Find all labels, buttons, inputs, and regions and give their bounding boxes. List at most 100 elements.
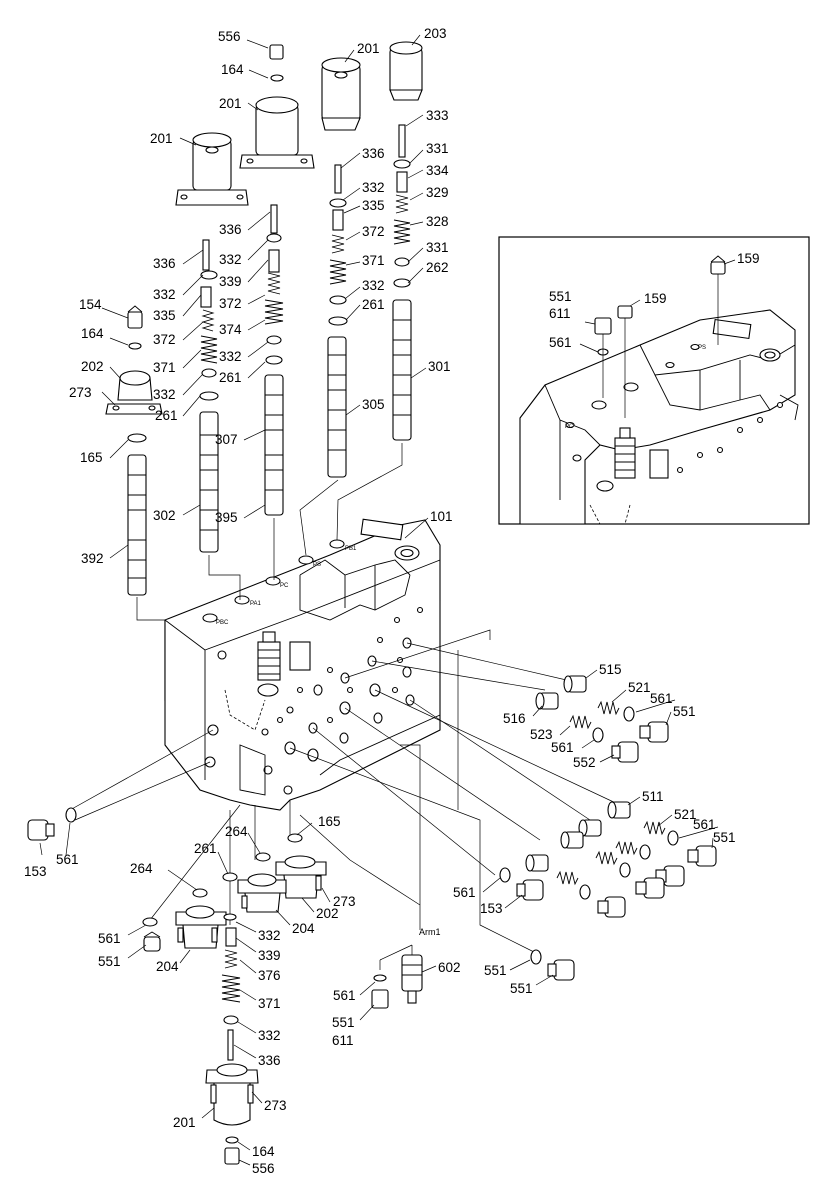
label-202a: 202 — [81, 359, 104, 374]
label-374: 374 — [219, 322, 242, 337]
label-301: 301 — [428, 359, 451, 374]
svg-text:PA1: PA1 — [250, 601, 262, 607]
svg-text:PC: PC — [565, 424, 574, 430]
label-201d: 201 — [173, 1115, 196, 1130]
svg-text:PC: PC — [280, 583, 289, 589]
label-261b: 261 — [219, 370, 242, 385]
label-515: 515 — [599, 662, 622, 677]
label-561c: 561 — [693, 817, 716, 832]
label-551b: 551 — [713, 830, 736, 845]
label-164b: 164 — [81, 326, 104, 341]
label-332c: 332 — [153, 287, 176, 302]
label-273b: 273 — [333, 894, 356, 909]
label-332f: 332 — [153, 387, 176, 402]
label-165a: 165 — [80, 450, 103, 465]
label-551c: 551 — [98, 954, 121, 969]
solenoid-203 — [389, 41, 423, 101]
spool-assembly-2 — [199, 239, 219, 553]
label-602: 602 — [438, 960, 461, 975]
lower-left-parts — [27, 729, 423, 1165]
label-101: 101 — [430, 509, 453, 524]
label-332d: 332 — [362, 278, 385, 293]
label-203: 203 — [424, 26, 447, 41]
label-511: 511 — [642, 789, 664, 804]
label-159a: 159 — [737, 251, 760, 266]
label-561a: 561 — [650, 691, 673, 706]
label-204b: 204 — [156, 959, 179, 974]
label-551e: 551 — [510, 981, 533, 996]
spool-assembly-3 — [264, 204, 284, 516]
label-561e: 561 — [453, 885, 476, 900]
label-551d: 551 — [484, 963, 507, 978]
label-556a: 556 — [218, 29, 241, 44]
label-516: 516 — [503, 711, 526, 726]
label-339a: 339 — [219, 274, 242, 289]
label-521a: 521 — [628, 680, 651, 695]
label-372b: 372 — [219, 296, 242, 311]
label-371a: 371 — [362, 253, 385, 268]
label-336a: 336 — [362, 146, 385, 161]
label-261d: 261 — [194, 841, 217, 856]
detail-inset: PS PC — [498, 236, 810, 525]
label-551f: 551 — [549, 289, 572, 304]
label-273c: 273 — [264, 1098, 287, 1113]
leader-lines — [39, 34, 719, 1166]
label-261c: 261 — [155, 408, 178, 423]
main-valve-body: PBC PA1 PC PS PB1 — [164, 518, 441, 811]
label-201c: 201 — [150, 131, 173, 146]
label-521b: 521 — [674, 807, 697, 822]
label-arm1: Arm1 — [419, 927, 441, 937]
label-328: 328 — [426, 214, 449, 229]
label-201b: 201 — [357, 41, 380, 56]
label-154: 154 — [79, 297, 102, 312]
label-261a: 261 — [362, 297, 385, 312]
label-332e: 332 — [219, 349, 242, 364]
label-376: 376 — [258, 968, 281, 983]
label-331a: 331 — [426, 141, 449, 156]
label-395: 395 — [215, 510, 238, 525]
svg-text:PS: PS — [698, 345, 706, 351]
label-611a: 611 — [332, 1033, 354, 1048]
label-164a: 164 — [221, 62, 244, 77]
label-561g: 561 — [333, 988, 356, 1003]
label-331b: 331 — [426, 240, 449, 255]
spool-assembly-left — [105, 305, 163, 596]
label-201a: 201 — [219, 96, 242, 111]
svg-text:PBC: PBC — [216, 620, 229, 626]
label-332b: 332 — [219, 252, 242, 267]
part-labels: 556 164 201 201 203 201 333 336 331 334 … — [24, 26, 760, 1176]
label-329: 329 — [426, 185, 449, 200]
label-264b: 264 — [130, 861, 153, 876]
label-392: 392 — [81, 551, 104, 566]
spool-assembly-4 — [327, 164, 348, 478]
svg-text:PS: PS — [313, 562, 321, 568]
label-202b: 202 — [316, 906, 339, 921]
label-302: 302 — [153, 508, 176, 523]
label-336d: 336 — [258, 1053, 281, 1068]
solenoid-201-middle — [239, 44, 315, 169]
svg-text:PB1: PB1 — [345, 546, 357, 552]
label-335a: 335 — [362, 198, 385, 213]
solenoid-201-left — [175, 132, 249, 206]
label-204a: 204 — [292, 921, 315, 936]
label-333: 333 — [426, 108, 449, 123]
assembly-lines-top — [136, 443, 403, 621]
label-165b: 165 — [318, 814, 341, 829]
label-164c: 164 — [252, 1144, 275, 1159]
label-307: 307 — [215, 432, 238, 447]
label-336b: 336 — [219, 222, 242, 237]
label-372c: 372 — [153, 332, 176, 347]
label-561b: 561 — [551, 740, 574, 755]
label-153a: 153 — [24, 864, 47, 879]
right-side-plugs — [289, 629, 717, 981]
label-552: 552 — [573, 755, 596, 770]
label-336c: 336 — [153, 256, 176, 271]
label-332a: 332 — [362, 180, 385, 195]
label-264a: 264 — [225, 824, 248, 839]
label-159b: 159 — [644, 291, 667, 306]
label-561h: 561 — [549, 335, 572, 350]
label-332g: 332 — [258, 928, 281, 943]
label-372a: 372 — [362, 224, 385, 239]
label-273a: 273 — [69, 385, 92, 400]
